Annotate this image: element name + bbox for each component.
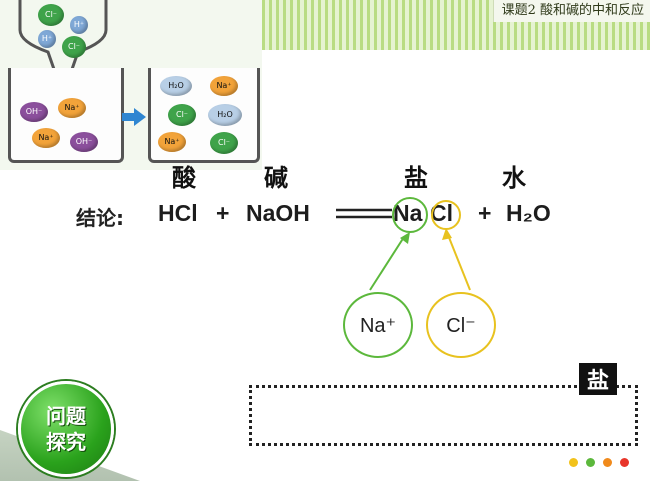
inquiry-badge-text: 问题 探究 xyxy=(36,403,96,455)
molecule-h2o: H₂O xyxy=(208,104,242,126)
nav-dot-4[interactable] xyxy=(620,458,629,467)
ion-oh: OH⁻ xyxy=(20,102,48,122)
molecule-h2o: H₂O xyxy=(160,76,192,96)
answer-box xyxy=(249,385,638,446)
product-water: H₂O xyxy=(506,200,551,226)
plus-sign: + xyxy=(216,200,230,226)
badge-line-1: 问题 xyxy=(46,404,86,428)
equals-sign xyxy=(336,208,392,219)
ion-cl: Cl⁻ xyxy=(62,36,86,58)
ion-oh: OH⁻ xyxy=(70,132,98,152)
badge-line-2: 探究 xyxy=(46,430,86,454)
nav-dot-3[interactable] xyxy=(603,458,612,467)
ion-pointer-arrows xyxy=(369,197,471,291)
reactant-naoh: NaOH xyxy=(246,200,310,226)
ion-cl: Cl⁻ xyxy=(38,4,64,26)
label-water: 水 xyxy=(502,163,526,192)
ion-cl: Cl⁻ xyxy=(210,132,238,154)
salt-tag: 盐 xyxy=(579,363,617,395)
ion-na: Na⁺ xyxy=(32,128,60,148)
label-acid: 酸 xyxy=(172,163,196,192)
conclusion-label: 结论: xyxy=(76,206,124,230)
ion-na: Na⁺ xyxy=(58,98,86,118)
ion-na: Na⁺ xyxy=(158,132,186,152)
cl-highlight-circle xyxy=(431,200,461,230)
arrow-right-icon xyxy=(122,108,146,126)
ion-h: H⁺ xyxy=(70,16,88,34)
ion-h: H⁺ xyxy=(38,30,56,48)
label-salt: 盐 xyxy=(404,163,428,192)
ion-cl: Cl⁻ xyxy=(168,104,196,126)
na-highlight-circle xyxy=(392,197,428,233)
cl-ion-bubble: Cl⁻ xyxy=(426,292,496,358)
label-base: 碱 xyxy=(264,163,288,192)
nav-dot-1[interactable] xyxy=(569,458,578,467)
neutralization-illustration: Cl⁻ H⁺ H⁺ Cl⁻ OH⁻ Na⁺ Na⁺ OH⁻ H₂O Na⁺ Cl… xyxy=(0,0,262,170)
lesson-title: 课题2 酸和碱的中和反应 xyxy=(492,0,650,22)
inquiry-badge: 问题 探究 xyxy=(18,381,114,477)
reactant-hcl: HCl xyxy=(158,200,198,226)
ion-na: Na⁺ xyxy=(210,76,238,96)
na-ion-bubble: Na⁺ xyxy=(343,292,413,358)
nav-dot-2[interactable] xyxy=(586,458,595,467)
plus-sign-2: + xyxy=(478,200,492,226)
